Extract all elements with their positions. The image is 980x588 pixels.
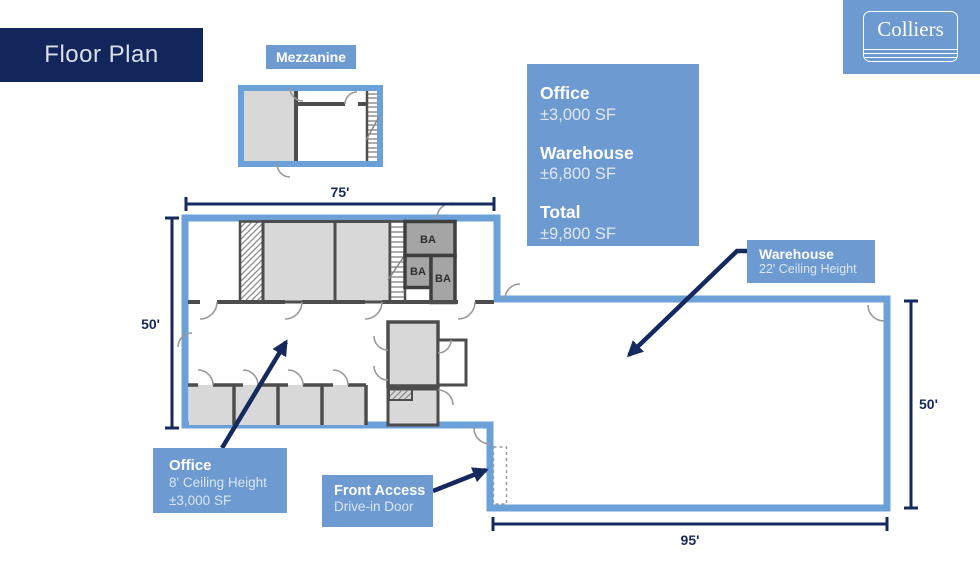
ba-room-label: BA [410, 266, 426, 278]
colliers-logo-frame: Colliers [863, 11, 958, 62]
colliers-logo: Colliers [843, 0, 980, 74]
drive-in-door-outline [492, 446, 508, 505]
dimension-top-label: 75' [331, 184, 350, 200]
office-room [386, 320, 440, 388]
summary-total-name: Total [540, 202, 581, 222]
mezzanine-stairs [367, 93, 377, 158]
dimension-right-label: 50' [919, 396, 938, 412]
callout-front-access-title: Front Access [334, 483, 426, 499]
mezzanine-storage-room [244, 91, 296, 161]
dimension-right: 50' [904, 299, 938, 510]
area-summary: Office ±3,000 SF Warehouse ±6,800 SF Tot… [527, 64, 699, 246]
ba-room-label: BA [420, 234, 436, 246]
dimension-left: 50' [141, 216, 179, 430]
office-room [261, 220, 337, 304]
callout-office-detail: ±3,000 SF [169, 492, 232, 508]
dimension-left-label: 50' [141, 316, 160, 332]
door-arcs [177, 202, 885, 445]
office-middle-rooms [386, 320, 468, 427]
alcove [436, 338, 468, 387]
callout-front-access-subtitle: Drive-in Door [334, 499, 414, 514]
summary-office-name: Office [540, 83, 590, 103]
summary-warehouse-value: ±6,800 SF [540, 165, 617, 184]
callout-warehouse-subtitle: 22' Ceiling Height [759, 262, 857, 276]
hatched-shaft [388, 388, 413, 401]
summary-office: Office ±3,000 SF [540, 83, 691, 126]
dimension-top: 75' [184, 184, 496, 211]
mezzanine-door-icon [344, 91, 358, 105]
summary-office-value: ±3,000 SF [540, 105, 617, 124]
office-bottom-row [188, 383, 368, 425]
summary-total-value: ±9,800 SF [540, 224, 617, 243]
ba-room-label: BA [435, 273, 451, 285]
warehouse-arrow [626, 248, 748, 358]
office-arrow [220, 339, 288, 450]
mezzanine-plan [238, 85, 383, 178]
mezzanine-label-text: Mezzanine [275, 49, 346, 65]
logo-rule [864, 53, 957, 54]
mezzanine-door-icon [276, 163, 291, 178]
callout-office-subtitle: 8' Ceiling Height [169, 475, 267, 490]
office-top-row: BA BA BA [188, 219, 494, 305]
callout-front-access: Front Access Drive-in Door [322, 475, 433, 527]
page-title-text: Floor Plan [44, 41, 159, 68]
summary-total: Total ±9,800 SF [540, 202, 691, 245]
office-room [333, 220, 392, 304]
summary-warehouse: Warehouse ±6,800 SF [540, 143, 691, 186]
callout-office: Office 8' Ceiling Height ±3,000 SF [153, 448, 287, 513]
page-title: Floor Plan [0, 28, 203, 82]
mezzanine-door-icon [289, 87, 304, 102]
hatched-shaft [238, 220, 265, 304]
bathroom [403, 219, 457, 258]
callout-office-title: Office [169, 457, 212, 474]
summary-warehouse-name: Warehouse [540, 142, 634, 163]
mezzanine-label: Mezzanine [266, 45, 356, 69]
callout-warehouse: Warehouse 22' Ceiling Height [747, 240, 875, 283]
colliers-wordmark: Colliers [877, 17, 944, 41]
dimension-bottom-label: 95' [681, 532, 700, 548]
front-access-arrow [432, 467, 489, 494]
callout-warehouse-title: Warehouse [759, 246, 834, 262]
dimension-bottom: 95' [491, 517, 889, 548]
logo-rule [864, 49, 957, 50]
logo-rule [864, 57, 957, 58]
bathroom [429, 253, 457, 305]
